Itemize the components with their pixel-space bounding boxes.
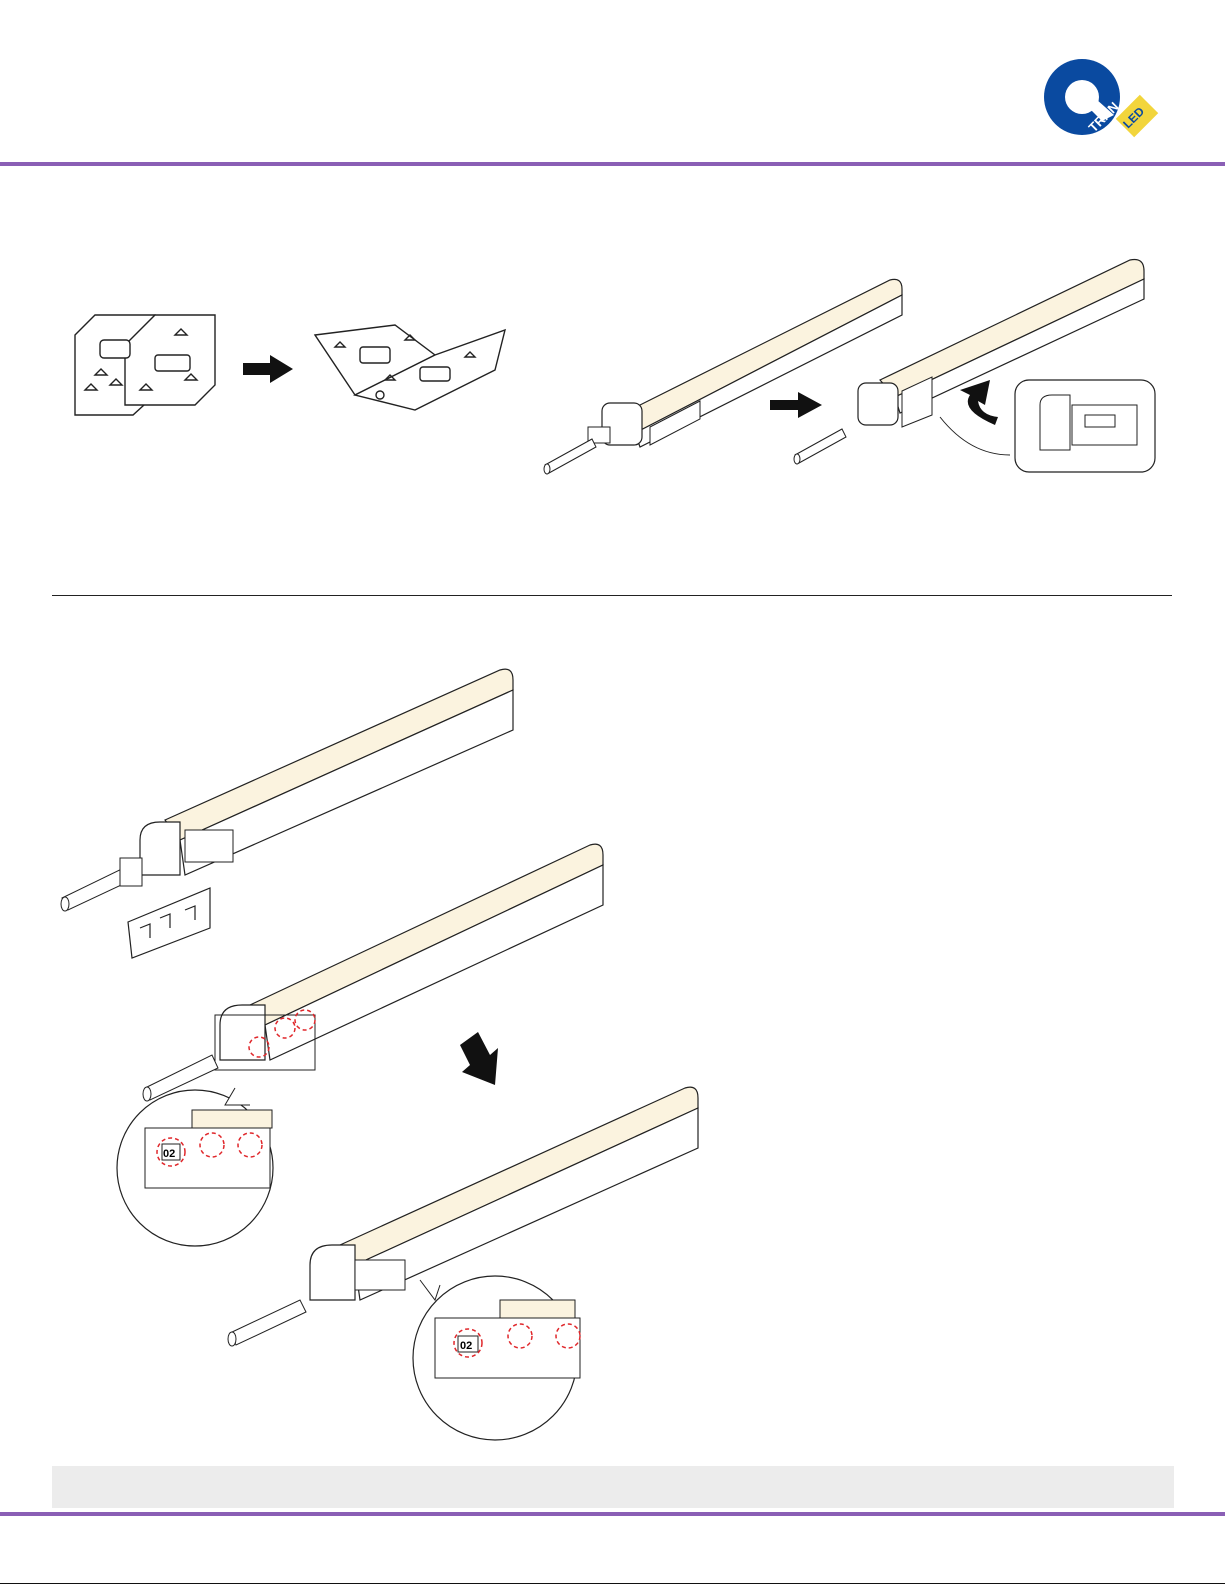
bracket-folded-drawing	[315, 325, 505, 410]
detail-inset	[1015, 380, 1155, 472]
bracket-fold-figure	[55, 285, 535, 445]
light-bar-1	[544, 279, 902, 474]
clip-install-figure	[540, 255, 1180, 485]
section-divider	[52, 595, 1172, 596]
curved-arrow-icon	[960, 380, 998, 425]
footer-rule	[0, 1512, 1225, 1516]
light-bar-upper	[61, 669, 513, 911]
detail-circle-a: 02	[117, 1088, 273, 1246]
arrow-right-icon	[770, 392, 822, 418]
arrow-down-right-icon	[460, 1032, 498, 1085]
callout-label-a: 02	[163, 1148, 175, 1160]
mounting-clip-drawing	[128, 888, 210, 958]
callout-label-b: 02	[460, 1340, 472, 1352]
light-bar-middle	[143, 844, 603, 1101]
page-bottom-rule	[0, 1583, 1225, 1584]
brand-logo: TRAN LED	[1040, 55, 1170, 145]
arrow-right-icon	[243, 355, 293, 383]
mounting-sequence-figure: 02 02	[50, 660, 730, 1460]
header-rule	[0, 162, 1225, 166]
note-band	[52, 1466, 1174, 1508]
bracket-flat-drawing	[75, 315, 215, 415]
detail-circle-b: 02	[413, 1276, 580, 1440]
